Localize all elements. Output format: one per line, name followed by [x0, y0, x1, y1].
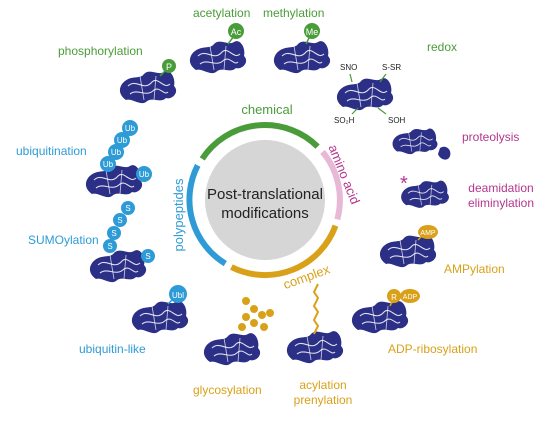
- svg-text:ADP: ADP: [403, 294, 418, 301]
- ring-label-polypeptides: polypeptides: [171, 178, 186, 251]
- ring-label-chemical: chemical: [241, 102, 292, 117]
- label-deamidation: deamidation eliminylation: [455, 181, 547, 211]
- center-disc: [205, 140, 325, 260]
- label-ubiquitination: ubiquitination: [16, 144, 87, 158]
- protein-structure-icon: [286, 330, 344, 364]
- glycan-cluster-icon: [238, 297, 274, 331]
- lipid-chain-icon: [312, 283, 320, 335]
- label-acylation-prenylation: acylation prenylation: [283, 378, 363, 408]
- protein-structure-icon: [336, 77, 394, 111]
- protein-structure-icon: [131, 300, 189, 334]
- label-redox: redox: [427, 40, 458, 54]
- label-prenylation-line: prenylation: [293, 393, 353, 407]
- label-phosphorylation: phosphorylation: [58, 44, 143, 58]
- ubl-tag-icon: [169, 285, 187, 303]
- redox-soh-tag: SOH: [388, 116, 406, 125]
- svg-text:Ub: Ub: [111, 148, 122, 157]
- svg-text:S: S: [107, 242, 112, 251]
- ring-arc-complex: [230, 224, 339, 279]
- protein-structure-icon: [85, 164, 143, 198]
- adp-tag-icon: [400, 289, 420, 303]
- svg-text:S: S: [117, 216, 122, 225]
- redox-ssr-tag: S-SR: [382, 63, 401, 72]
- protein-structure-icon: [119, 70, 177, 104]
- protein-structure-icon: [351, 300, 409, 334]
- svg-text:Ub: Ub: [125, 124, 136, 133]
- label-ubiquitin-like: ubiquitin-like: [79, 342, 146, 356]
- p-tag-icon: [162, 59, 176, 73]
- redox-sno-tag: SNO: [340, 63, 357, 72]
- svg-text:S: S: [145, 252, 150, 261]
- ac-tag-icon: [228, 23, 244, 39]
- svg-text:Ub: Ub: [117, 136, 128, 145]
- ring-label-amino-acid: amino acid: [325, 142, 362, 206]
- me-tag-icon: [304, 23, 320, 39]
- svg-text:Me: Me: [306, 27, 319, 37]
- ring-arc-amino-acid: [320, 149, 343, 221]
- sumo-chain-icon: [103, 201, 155, 263]
- label-adp-ribosylation: ADP-ribosylation: [388, 342, 478, 356]
- protein-structure-icon: [392, 128, 438, 155]
- ring-arc-polypeptides: [186, 164, 227, 267]
- protein-structure-icon: [89, 249, 147, 283]
- label-eliminylation-line: eliminylation: [467, 196, 535, 210]
- label-deamidation-line: deamidation: [468, 181, 534, 195]
- svg-text:S: S: [125, 204, 130, 213]
- center-title-line1: Post-translational: [207, 186, 323, 203]
- label-acylation-line: acylation: [299, 378, 347, 392]
- ring-arc-chemical: [199, 122, 320, 161]
- label-proteolysis: proteolysis: [462, 130, 520, 144]
- protein-structure-icon: [189, 40, 247, 74]
- svg-text:Ub: Ub: [103, 160, 114, 169]
- center-title-line2: modifications: [221, 205, 309, 222]
- svg-text:AMP: AMP: [420, 230, 436, 237]
- svg-text:S: S: [111, 229, 116, 238]
- protein-structure-icon: [203, 332, 261, 366]
- svg-text:R: R: [391, 293, 397, 302]
- redox-so2h-tag: SO₂H: [334, 116, 355, 125]
- svg-text:Ac: Ac: [231, 27, 242, 37]
- protein-structure-icon: [273, 40, 331, 74]
- cleaved-fragment-icon: [438, 146, 451, 160]
- label-acetylation: acetylation: [193, 6, 251, 20]
- svg-text:Ubl: Ubl: [172, 291, 184, 300]
- label-glycosylation: glycosylation: [193, 383, 262, 397]
- r-tag-icon: [387, 289, 401, 303]
- label-sumoylation: SUMOylation: [28, 233, 99, 247]
- asterisk-icon: *: [400, 173, 408, 195]
- center-title: Post-translational modifications: [205, 185, 325, 223]
- svg-text:Ub: Ub: [139, 170, 150, 179]
- protein-structure-icon: [400, 180, 450, 209]
- svg-text:P: P: [166, 62, 172, 72]
- label-methylation: methylation: [263, 6, 325, 20]
- label-ampylation: AMPylation: [444, 262, 505, 276]
- ubiquitin-chain-icon: [100, 120, 152, 182]
- amp-tag-icon: [418, 225, 438, 239]
- protein-structure-icon: [379, 234, 437, 268]
